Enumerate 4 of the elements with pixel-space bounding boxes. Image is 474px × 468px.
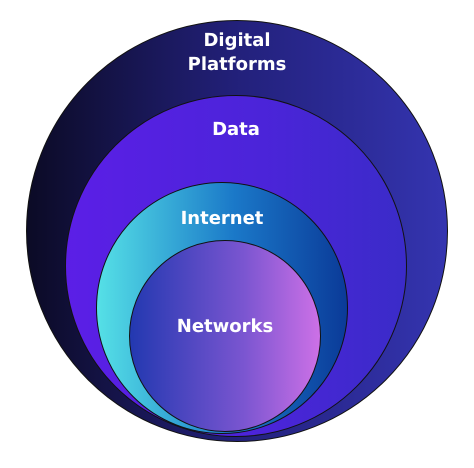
circle-label: Digital Platforms bbox=[186, 29, 288, 77]
circle-label: Data bbox=[211, 118, 261, 142]
circle-label: Internet bbox=[180, 207, 264, 231]
circle-label: Networks bbox=[176, 315, 274, 339]
